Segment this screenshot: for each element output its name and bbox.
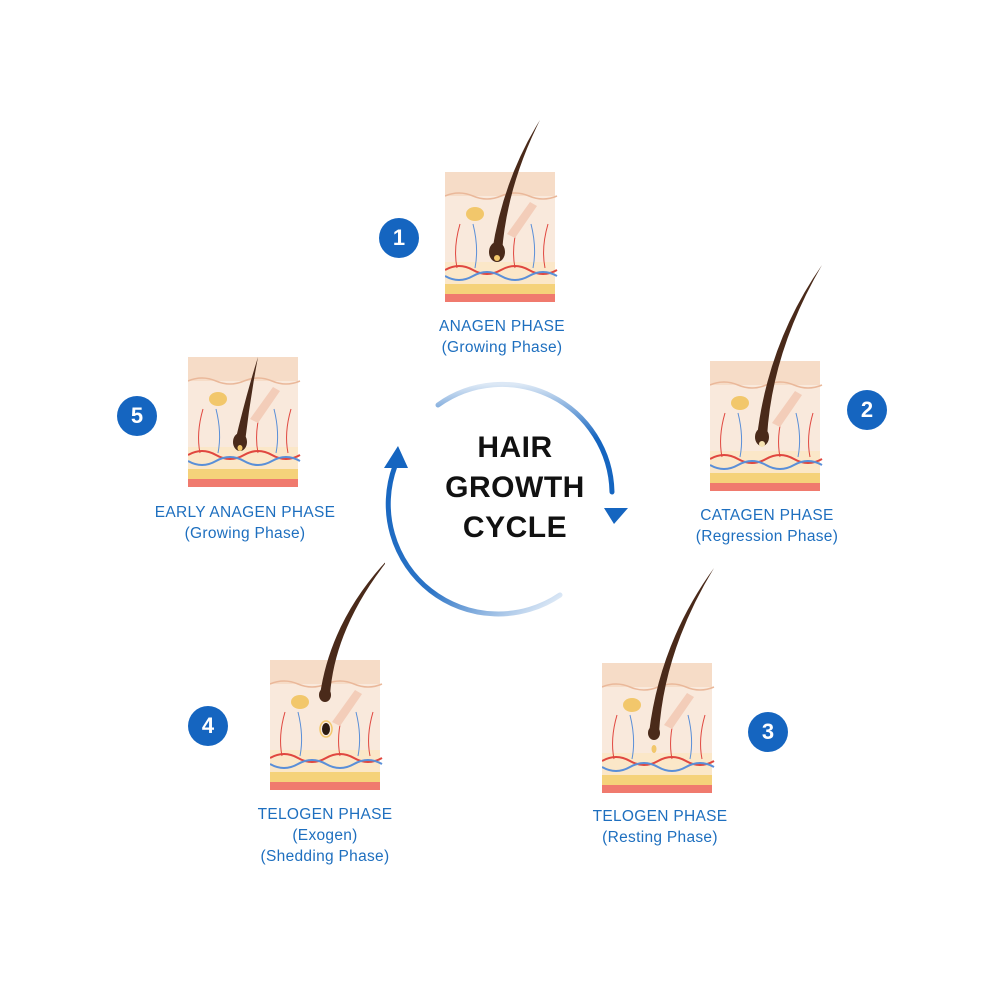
phase-2-number-badge: 2 <box>847 390 887 430</box>
phase-4-number-badge: 4 <box>188 706 228 746</box>
hair-shaft <box>235 357 258 442</box>
phase-5-number-badge: 5 <box>117 396 157 436</box>
phase-5-name: EARLY ANAGEN PHASE <box>154 504 336 521</box>
phase-4-subtitle-2: (Shedding Phase) <box>260 848 390 865</box>
hair-shaft <box>320 562 385 695</box>
phase-5-subtitle: (Growing Phase) <box>184 525 306 542</box>
phase-4-illustration <box>270 562 385 790</box>
arrowhead-right <box>604 508 628 524</box>
title-line-2: GROWTH <box>445 471 585 504</box>
phase-2-label: CATAGEN PHASE (Regression Phase) <box>647 505 887 547</box>
phase-1-number-badge: 1 <box>379 218 419 258</box>
hair-shaft <box>649 568 714 733</box>
phase-3-label: TELOGEN PHASE (Resting Phase) <box>540 806 780 848</box>
phase-3-number-badge: 3 <box>748 712 788 752</box>
hair-shaft <box>757 265 822 437</box>
phase-2-illustration <box>710 265 823 491</box>
phase-5-label: EARLY ANAGEN PHASE (Growing Phase) <box>125 502 365 544</box>
phase-4-name: TELOGEN PHASE <box>257 806 393 823</box>
phase-4-label: TELOGEN PHASE (Exogen) (Shedding Phase) <box>205 804 445 867</box>
phase-1-illustration <box>445 120 558 302</box>
phase-3-subtitle: (Resting Phase) <box>602 829 718 846</box>
phase-5-illustration <box>188 357 301 487</box>
phase-3-illustration <box>602 568 715 793</box>
arc-upper-right <box>435 381 615 495</box>
phase-1-label: ANAGEN PHASE (Growing Phase) <box>382 316 622 358</box>
phase-1-name: ANAGEN PHASE <box>439 318 565 335</box>
hair-shaft <box>492 120 540 252</box>
diagram-title: HAIR GROWTH CYCLE <box>415 428 615 548</box>
phase-1-subtitle: (Growing Phase) <box>441 339 563 356</box>
phase-2-subtitle: (Regression Phase) <box>695 528 839 545</box>
arc-lower-left <box>385 463 563 617</box>
arrowhead-left <box>384 446 408 468</box>
phase-2-name: CATAGEN PHASE <box>700 507 834 524</box>
title-line-1: HAIR <box>477 431 553 464</box>
title-line-3: CYCLE <box>462 511 568 544</box>
phase-4-subtitle-1: (Exogen) <box>292 827 358 844</box>
phase-3-name: TELOGEN PHASE <box>592 808 728 825</box>
skin-layers <box>270 660 383 790</box>
